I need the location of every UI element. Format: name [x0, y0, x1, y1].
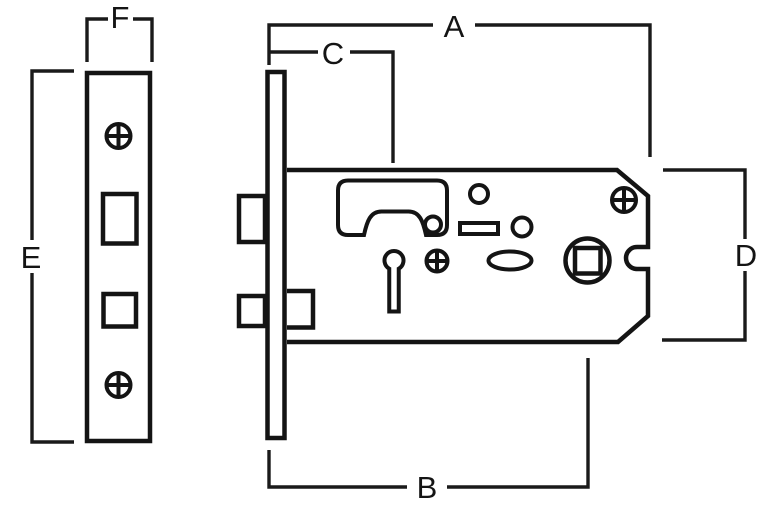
spindle-follower: [563, 236, 612, 285]
slot-rectangular: [458, 221, 500, 236]
dimension-label-a: A: [444, 9, 465, 44]
dimension-label-e: E: [21, 240, 42, 275]
screw-bottom-icon: [104, 371, 133, 399]
faceplate-outline: [84, 70, 153, 444]
deadbolt: [236, 293, 268, 329]
screw-centre-icon: [424, 248, 450, 274]
slot-oval: [486, 249, 534, 272]
follower-opening: [336, 178, 449, 237]
screw-top-right-icon: [610, 186, 638, 214]
deadbolt-cutout: [101, 291, 139, 329]
dimension-label-f: F: [111, 0, 130, 35]
forend-strip: [265, 69, 287, 441]
dimension-label-c: C: [322, 36, 344, 71]
dimension-line-f: [85, 17, 154, 62]
lock-case-side-view: [236, 69, 651, 441]
case-outline: [287, 167, 651, 345]
faceplate-front-view: [84, 70, 153, 444]
dimension-line-d: [662, 168, 747, 342]
dimension-label-b: B: [417, 470, 438, 505]
dimension-line-c: [270, 50, 395, 163]
keyhole: [382, 248, 406, 314]
screw-top-icon: [104, 122, 133, 150]
dimension-line-e: [30, 69, 74, 444]
deadbolt-inner-body: [287, 288, 316, 330]
pivot-hole-in-opening: [423, 214, 443, 235]
dimension-label-d: D: [735, 238, 757, 273]
latch-bolt: [236, 193, 268, 245]
fixing-hole-upper: [468, 183, 490, 205]
dimension-line-b: [267, 358, 590, 489]
latch-cutout: [100, 191, 139, 246]
dimension-line-a: [267, 23, 652, 157]
dimension-lines: A C B D E F: [21, 0, 758, 505]
fixing-hole-middle: [510, 215, 534, 239]
